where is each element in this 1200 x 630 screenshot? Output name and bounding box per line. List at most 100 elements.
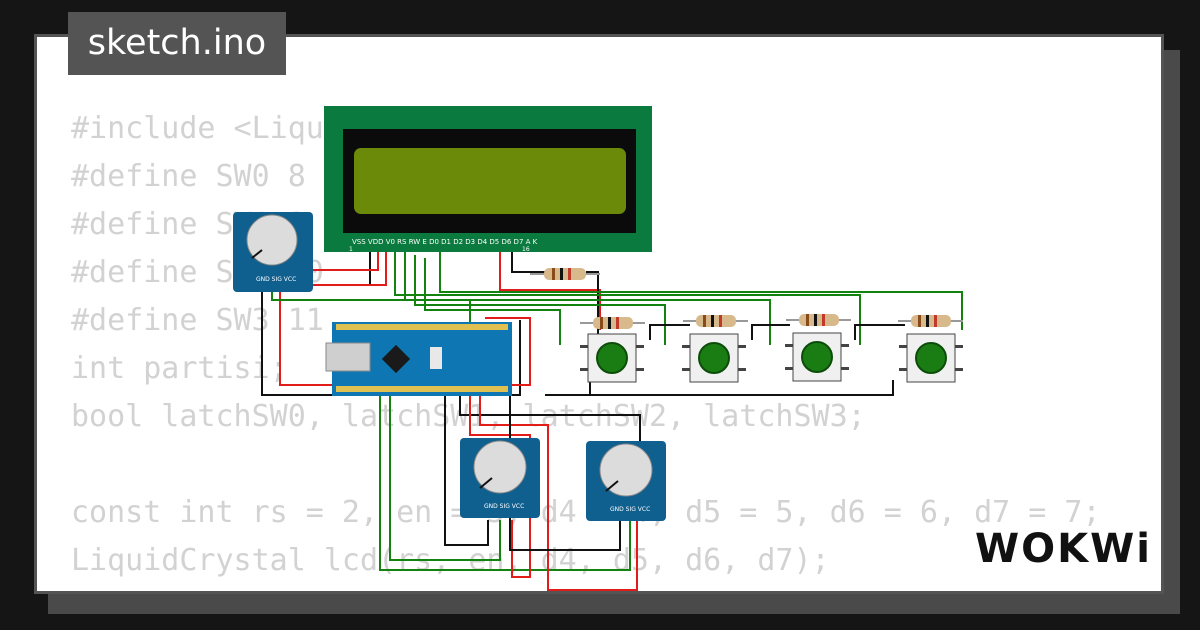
resistor-band [600,317,603,329]
potentiometer-2[interactable]: GND SIG VCC [460,438,540,518]
wire-green [379,385,631,571]
resistor-band [560,268,563,280]
wire-black [444,385,489,546]
button-leg [899,345,907,348]
wire-black [854,324,905,340]
nano-header-bottom [336,386,508,392]
lcd-display[interactable]: VSS VDD V0 RS RW E D0 D1 D2 D3 D4 D5 D6 … [324,106,652,253]
button-leg [955,345,963,348]
resistor-band [822,314,825,326]
microcontroller-chip [381,344,411,374]
resistor-band [926,315,929,327]
pot-pin-labels: GND SIG VCC [256,276,296,283]
resistor-body [911,315,951,327]
wire-black [511,248,548,273]
wire-green [271,285,471,322]
wire-black [261,248,521,396]
lcd-screen [354,148,626,214]
resistor-body [544,268,586,280]
resistor-band [814,314,817,326]
wire-green [424,258,561,345]
usb-connector [325,342,371,372]
button-leg [580,345,588,348]
wire-red [479,380,638,591]
button-leg [682,345,690,348]
button-cap [915,342,947,374]
wire-green [394,248,861,345]
resistor[interactable] [580,317,645,329]
wire-green [439,248,963,330]
resistor[interactable] [898,315,963,327]
resistor-band [806,314,809,326]
resistors [530,268,963,329]
code-line: #define SW3 11 [71,303,324,338]
wire-black [545,380,894,396]
resistor-band [568,268,571,280]
pot-pin-labels: GND SIG VCC [484,503,524,510]
potentiometer-3[interactable]: GND SIG VCC [586,441,666,521]
lcd-pin-labels: VSS VDD V0 RS RW E D0 D1 D2 D3 D4 D5 D6 … [352,238,538,246]
pot-knob [246,214,298,266]
button-leg [682,368,690,371]
lcd-pin-start: 1 [349,246,353,253]
resistor-band [934,315,937,327]
resistor-band [703,315,706,327]
wire-green [389,385,501,561]
button-cap [698,342,730,374]
resistor-band [552,268,555,280]
lcd-pin-end: 16 [522,246,530,253]
button-leg [636,368,644,371]
resistor-band [711,315,714,327]
code-line: int partisi; [71,351,288,386]
file-tab[interactable]: sketch.ino [68,12,286,75]
potentiometer-1[interactable]: GND SIG VCC [233,212,313,292]
resistor[interactable] [683,315,748,327]
button-leg [785,344,793,347]
code-line: LiquidCrystal lcd(rs, en, d4, d5, d6, d7… [71,543,830,578]
nano-header-top [336,324,508,330]
button-leg [841,344,849,347]
wokwi-logo: WOKWi [975,526,1152,572]
reset-button [430,347,442,369]
pot-indicator [605,480,619,492]
wire-black [751,324,790,340]
resistor-body [593,317,633,329]
pot-knob [599,443,653,497]
resistor-band [719,315,722,327]
pushbutton-3[interactable] [785,332,849,382]
button-leg [580,368,588,371]
code-line: #define SW0 8 [71,159,306,194]
arduino-nano[interactable] [325,322,512,396]
wire-red [499,248,601,330]
wire-black [545,380,591,396]
button-leg [841,367,849,370]
wire-red [279,248,531,386]
pot-indicator [251,249,263,259]
pot-pin-labels: GND SIG VCC [610,506,650,513]
button-leg [738,368,746,371]
resistor[interactable] [786,314,851,326]
button-leg [636,345,644,348]
button-leg [785,367,793,370]
button-leg [899,368,907,371]
resistor[interactable] [530,268,600,280]
pot-knob [473,440,527,494]
resistor-band [616,317,619,329]
code-line: bool latchSW0, latchSW1, latchSW2, latch… [71,399,866,434]
pushbutton-4[interactable] [899,333,963,383]
pot-indicator [479,477,493,489]
wires [261,248,963,591]
resistor-body [799,314,839,326]
resistor-body [696,315,736,327]
pushbutton-2[interactable] [682,333,746,383]
resistor-band [608,317,611,329]
button-leg [955,368,963,371]
button-leg [738,345,746,348]
wire-black [649,324,690,340]
pushbutton-1[interactable] [580,333,644,383]
button-cap [596,342,628,374]
button-cap [801,341,833,373]
wire-green [404,252,771,345]
resistor-band [918,315,921,327]
